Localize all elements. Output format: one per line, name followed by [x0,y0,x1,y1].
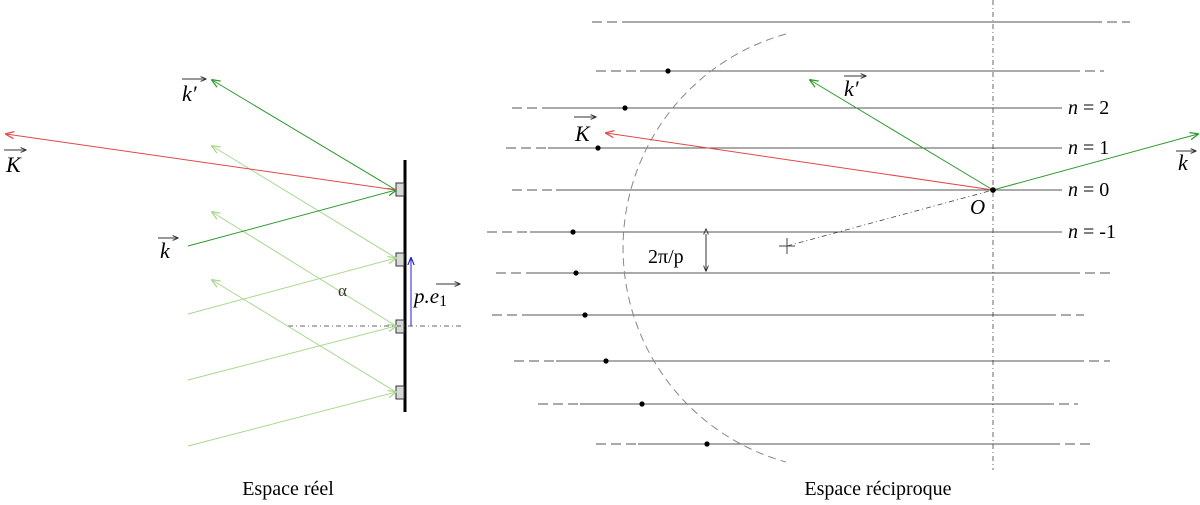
caption-reciprocal-space: Espace réciproque [804,478,951,500]
label-k-real: k [158,238,178,263]
grating-element [395,385,405,400]
caption-real-space: Espace réel [242,478,334,500]
grating-element [395,252,405,267]
label-K-real: K [4,150,26,177]
label-k: k [1178,150,1189,175]
label-origin: O [970,195,985,219]
vector-K-reciprocal [606,133,994,191]
label-period-vector: p.e1 [412,284,460,310]
vector-k-reciprocal [992,134,1198,191]
label-order-nm1: n = -1 [1068,221,1116,243]
label-K: K [574,121,591,146]
incident-ray [187,326,396,381]
circle-radius [786,189,994,247]
origin-point [990,187,996,193]
label-spacing: 2π/p [648,246,684,268]
label-k-prime: k′ [844,76,860,101]
label-k-prime-reciprocal: k′ [844,76,866,101]
label-order-n1: n = 1 [1068,137,1109,159]
incident-ray [187,392,396,447]
label-K: K [5,152,22,177]
diffracted-ray [212,280,397,393]
incident-ray [187,258,396,315]
diffracted-ray [212,146,397,259]
reciprocal-space-panel: 2π/p K k′ k O n = 2 n = 1 n = 0 n = -1 E… [487,0,1198,500]
lattice-lines [487,21,1130,445]
incident-vector-k [187,190,396,247]
label-k-prime: k′ [182,81,198,106]
label-p-e: p.e1 [412,284,447,310]
label-k-prime-real: k′ [182,79,206,106]
label-order-n2: n = 2 [1068,97,1109,119]
grating-element [395,182,405,197]
diffracted-ray [212,212,397,327]
diffracted-vector-k-prime [212,80,397,191]
label-k-reciprocal: k [1176,150,1196,175]
vector-k-prime-reciprocal [810,80,994,191]
label-K-reciprocal: K [574,117,596,146]
reflected-vector-K [6,134,397,191]
intersection-points [570,68,710,447]
ewald-circle [622,33,787,463]
label-alpha: α [338,281,347,300]
real-space-panel: K k′ k α p.e1 Espace réel [4,79,462,500]
label-order-n0: n = 0 [1068,179,1109,201]
label-k: k [160,238,171,263]
grating-element [395,319,405,334]
